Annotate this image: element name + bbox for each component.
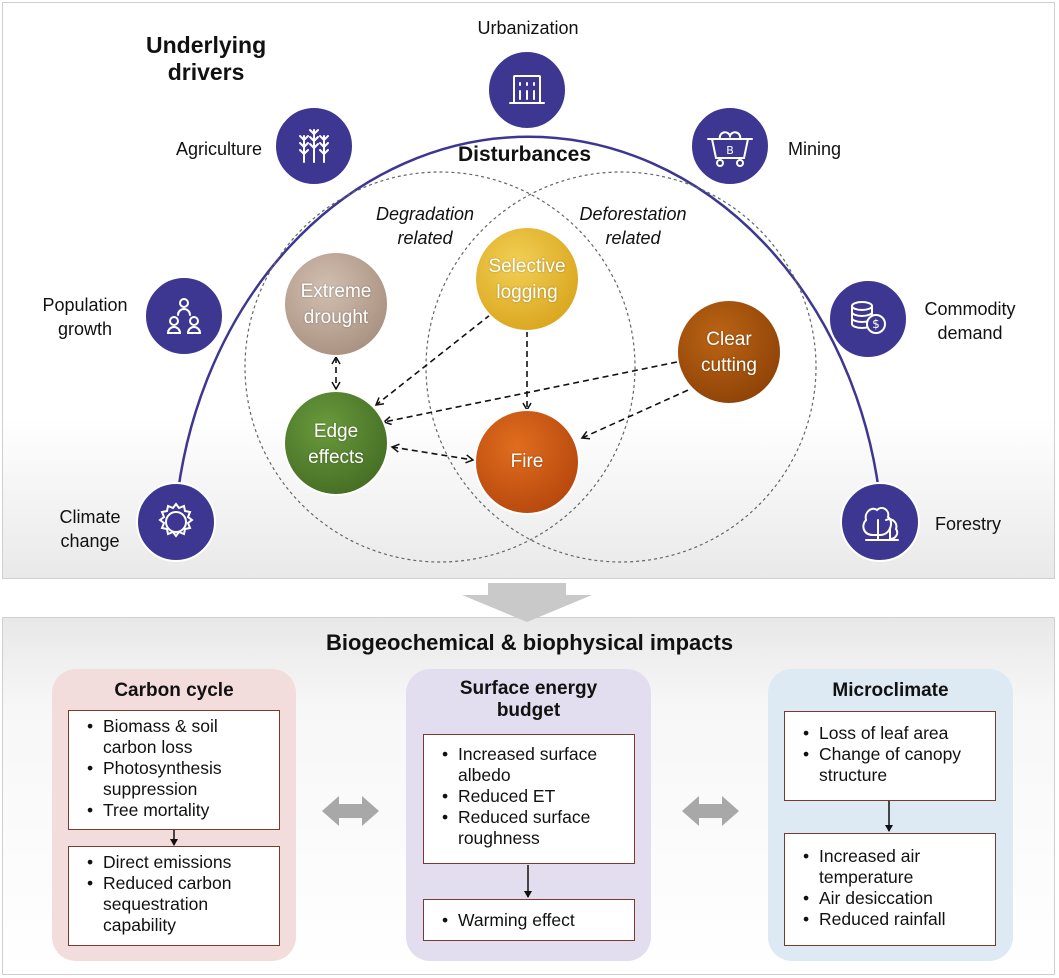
population-label-line1: Population: [42, 295, 128, 315]
agriculture-label: Agriculture: [175, 139, 262, 159]
degradation-set-line2: related: [397, 228, 453, 248]
mining-label: Mining: [788, 139, 842, 159]
extreme-drought-line2: drought: [303, 307, 369, 328]
deforestation-set-line1: Deforestation: [579, 204, 687, 224]
mining-node: [690, 106, 770, 186]
edge-effects-label: Edge effects: [281, 419, 391, 471]
degradation-set-circle: [244, 171, 636, 563]
arrow-logging-edge: [374, 314, 491, 406]
commodity-label-line1: Commodity: [924, 299, 1016, 319]
carbon-energy-link: [322, 796, 379, 826]
surface-energy-title-line1: Surface energy: [459, 678, 598, 699]
population-label-line2: growth: [57, 319, 113, 339]
forestry-label: Forestry: [935, 514, 1002, 534]
surface-energy-title-line2: budget: [496, 700, 561, 721]
wheat-icon: [299, 129, 329, 163]
arrow-clear-fire: [580, 385, 698, 440]
edge-effects-line1: Edge: [313, 421, 359, 442]
carbon-item-mortality: Tree mortality: [69, 800, 279, 821]
coins-icon: $: [851, 301, 886, 334]
fire-circle: [474, 409, 580, 515]
clear-cutting-label: Clear cutting: [674, 327, 784, 379]
clear-cutting-line1: Clear: [706, 329, 752, 350]
impacts-title: Biogeochemical & biophysical impacts: [325, 630, 734, 655]
building-icon: [509, 75, 545, 104]
svg-text:$: $: [872, 317, 880, 331]
climate-node: [136, 482, 216, 562]
driver-nodes: [136, 50, 920, 562]
disturbance-links: [331, 314, 698, 464]
clear-cutting-line2: cutting: [701, 355, 757, 376]
svg-text:B: B: [726, 144, 734, 157]
energy-micro-link: [682, 796, 739, 826]
selective-logging-line2: logging: [496, 282, 558, 303]
energy-item-warming: Warming effect: [424, 910, 634, 931]
deforestation-set-label: Deforestation related: [568, 202, 698, 250]
extreme-drought-line1: Extreme: [300, 281, 372, 302]
climate-label-line2: change: [60, 531, 120, 551]
arrow-edge-fire: [390, 443, 475, 464]
carbon-cycle-title: Carbon cycle: [114, 680, 234, 701]
drivers-heading-line1: Underlying: [146, 32, 267, 58]
drivers-heading: Underlying drivers: [146, 32, 266, 86]
edge-effects-circle: [283, 390, 389, 496]
selective-logging-circle: [474, 226, 580, 332]
drivers-heading-line2: drivers: [167, 59, 245, 85]
mine-cart-icon: B: [707, 131, 753, 167]
degradation-set-label: Degradation related: [365, 202, 485, 250]
sun-icon: [158, 502, 194, 538]
extreme-drought-circle: [283, 251, 389, 357]
clear-cutting-circle: [676, 299, 782, 405]
people-icon: [166, 298, 202, 334]
climate-label: Climate change: [40, 505, 140, 553]
micro-item-rainfall: Reduced rainfall: [785, 909, 995, 930]
selective-logging-label: Selective logging: [472, 254, 582, 306]
energy-item-et: Reduced ET: [424, 786, 634, 807]
population-node: [144, 276, 224, 356]
fire-label: Fire: [510, 451, 544, 472]
drivers-arc: [173, 135, 884, 521]
forestry-node: [840, 482, 920, 562]
deforestation-set-line2: related: [605, 228, 661, 248]
extreme-drought-label: Extreme drought: [281, 279, 391, 331]
climate-label-line1: Climate: [59, 507, 121, 527]
micro-item-leaf: Loss of leaf area: [785, 723, 995, 744]
deforestation-set-circle: [425, 171, 817, 563]
commodity-label-line2: demand: [937, 323, 1003, 343]
selective-logging-line1: Selective: [488, 256, 566, 277]
surface-energy-title: Surface energy budget: [406, 678, 651, 722]
energy-box-2: Warming effect: [423, 899, 635, 941]
trees-icon: [862, 507, 899, 541]
carbon-box-2: Direct emissions Reduced carbonsequestra…: [68, 846, 280, 946]
disturbances-heading: Disturbances: [458, 143, 592, 166]
commodity-label: Commodity demand: [915, 297, 1025, 345]
flow-down-arrow: [462, 583, 592, 622]
carbon-item-emissions: Direct emissions: [69, 852, 279, 873]
microclimate-title: Microclimate: [832, 680, 949, 701]
degradation-set-line1: Degradation: [375, 204, 475, 224]
micro-box-1: Loss of leaf area Change of canopystruct…: [784, 711, 996, 801]
micro-item-desiccation: Air desiccation: [785, 888, 995, 909]
edge-effects-line2: effects: [308, 447, 364, 468]
population-label: Population growth: [30, 293, 140, 341]
urbanization-label: Urbanization: [477, 18, 579, 38]
